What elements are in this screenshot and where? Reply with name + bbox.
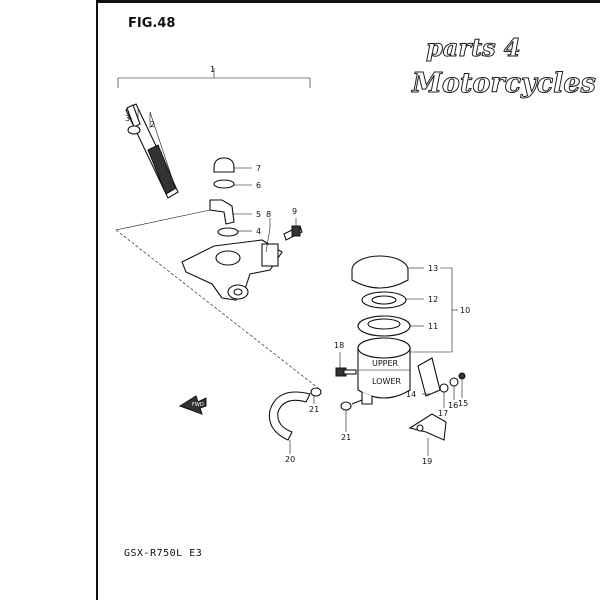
bracket-part-1 [117, 77, 311, 88]
figure-title: FIG.48 [128, 16, 176, 31]
callout-21-lower: 21 [341, 433, 351, 442]
oring-part-4 [217, 227, 239, 237]
callout-14: 14 [406, 390, 416, 399]
master-cylinder-body [181, 239, 283, 301]
parts4motorcycles-logo: parts 4 Motorcycles [411, 33, 597, 100]
callout-20: 20 [285, 455, 295, 464]
reservoir-body: UPPER LOWER [357, 337, 411, 405]
bolt-part-18 [335, 367, 357, 377]
callout-5: 5 [256, 210, 261, 219]
callout-7: 7 [256, 164, 261, 173]
leader-2 [149, 111, 173, 179]
callout-4: 4 [256, 227, 261, 236]
cap-part-7 [213, 157, 235, 173]
plate-hole [371, 295, 397, 305]
frame-top-border [96, 0, 600, 3]
callout-17: 17 [438, 409, 448, 418]
front-direction-arrow: FWD [178, 395, 207, 415]
logo-line-2: Motorcycles [411, 68, 596, 99]
callout-16: 16 [448, 401, 458, 410]
frame-left-border [96, 0, 98, 600]
callout-9: 9 [292, 207, 297, 216]
callout-13: 13 [428, 264, 438, 273]
logo-line-1: parts 4 [426, 33, 521, 62]
diaphragm-part-11 [357, 315, 411, 337]
bolt-part-9 [283, 225, 303, 241]
hose-part-20 [268, 391, 311, 441]
elbow-fitting-part-5 [209, 199, 235, 225]
guide-line-lower [115, 229, 319, 389]
stay-part-19 [408, 413, 447, 441]
nut-part-15 [458, 372, 466, 380]
callout-21-upper: 21 [309, 405, 319, 414]
callout-15: 15 [458, 399, 468, 408]
callout-19: 19 [422, 457, 432, 466]
hose-clip-part-21-lower [340, 401, 352, 411]
callout-2: 2 [150, 120, 155, 129]
leader-8 [265, 218, 271, 253]
washer-part-16 [449, 377, 459, 387]
callout-6: 6 [256, 181, 261, 190]
front-arrow-label: FWD [192, 402, 204, 408]
hose-clip-part-21-upper [310, 387, 322, 397]
bracket-part-14 [417, 357, 441, 397]
callout-10: 10 [460, 306, 470, 315]
guide-line-upper [115, 209, 211, 231]
washer-part-17 [439, 383, 449, 393]
reservoir-lower-mark: LOWER [372, 377, 401, 386]
callout-8: 8 [266, 210, 271, 219]
reservoir-upper-mark: UPPER [372, 359, 399, 368]
callout-1: 1 [210, 65, 215, 74]
piston-spring-assembly [125, 103, 179, 199]
reservoir-cap-part-13 [351, 255, 409, 289]
stay-hole [416, 424, 424, 432]
callout-3: 3 [125, 114, 130, 123]
model-code: GSX-R750L E3 [124, 548, 203, 559]
bracket-part-10 [410, 267, 453, 353]
oring-part-6 [213, 179, 235, 189]
callout-12: 12 [428, 295, 438, 304]
hose-connector [351, 399, 363, 405]
callout-11: 11 [428, 322, 438, 331]
callout-18: 18 [334, 341, 344, 350]
